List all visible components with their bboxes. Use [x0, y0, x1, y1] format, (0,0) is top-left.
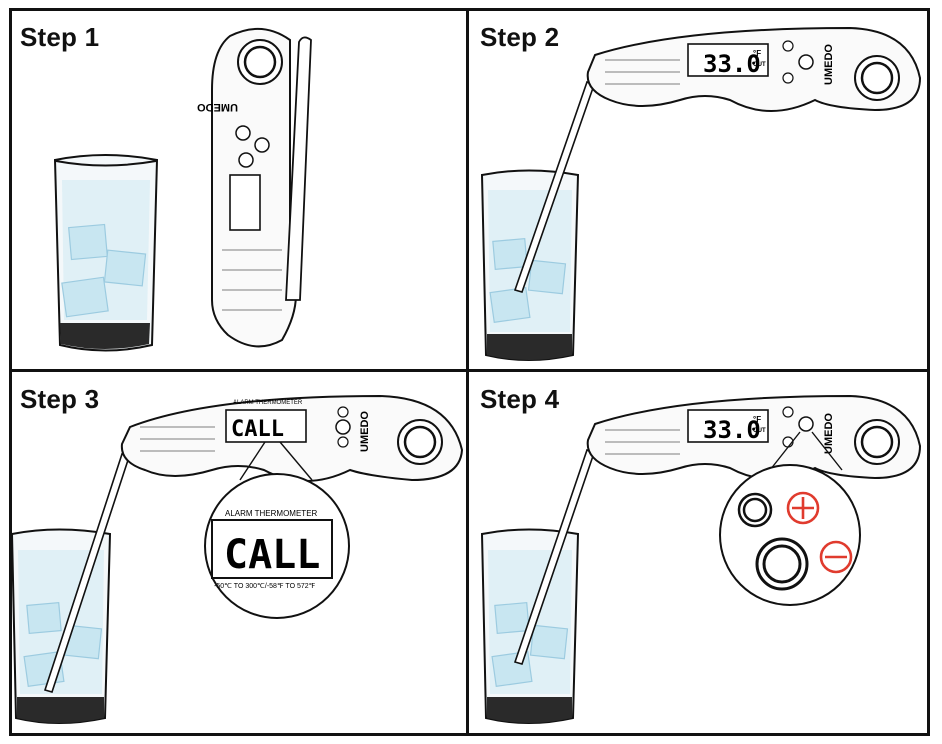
zoom-lcd-reading: CALL [224, 532, 320, 578]
lcd-screen [687, 43, 769, 77]
step-3-illustration: ALARM THERMOMETER CALL UMEDO ALARM THERM… [10, 394, 464, 724]
alarm-set-button[interactable] [337, 436, 349, 448]
unit-button[interactable] [782, 406, 794, 418]
step-1-illustration: UMEDO [53, 27, 312, 352]
zoom-range: -50℃ TO 300℃/-58℉ TO 572℉ [214, 583, 316, 590]
zoom-lcd-header: ALARM THERMOMETER [225, 509, 318, 518]
zoom-line-right [279, 441, 313, 481]
step-3-title: Step 3 [20, 384, 100, 414]
lcd-reading: CALL [231, 417, 284, 442]
cal-button[interactable] [798, 416, 814, 432]
plus-icon [786, 491, 820, 525]
ice-cube [489, 286, 531, 324]
cal-button[interactable] [335, 419, 351, 435]
cal-button[interactable] [798, 54, 814, 70]
panel-divider-vertical [466, 8, 469, 736]
thermometer: 33.0 °F OUT UMEDO [586, 26, 922, 112]
minus-icon [819, 540, 853, 574]
step-4-illustration: 33.0 °F OUT UMEDO [480, 394, 922, 724]
zoom-line-left [239, 441, 266, 481]
ice-cube [492, 238, 528, 270]
step-4-title: Step 4 [480, 384, 560, 414]
thermometer-vertical: UMEDO [197, 27, 312, 348]
panel-divider-horizontal [9, 369, 930, 372]
lcd-unit: °F [753, 415, 761, 424]
zoom-line-left [769, 431, 801, 471]
ice-cube [103, 249, 147, 287]
button-zoom-callout [719, 464, 861, 606]
ice-glass [53, 154, 159, 352]
probe [285, 36, 312, 301]
thermometer: ALARM THERMOMETER CALL UMEDO [120, 394, 464, 482]
unit-button[interactable] [337, 406, 349, 418]
lcd-header: ALARM THERMOMETER [233, 400, 303, 406]
zoom-lcd-screen [211, 519, 333, 579]
ice-cube [527, 259, 567, 295]
brand-logo: UMEDO [359, 411, 371, 452]
ice-cube [26, 602, 62, 634]
panel-grid [9, 8, 930, 736]
lcd-mode: OUT [753, 428, 766, 434]
zoom-callout: ALARM THERMOMETER CALL -50℃ TO 300℃/-58℉… [204, 473, 350, 619]
lcd-unit: °F [753, 49, 761, 58]
lcd-reading: 33.0 [703, 50, 761, 78]
brand-logo: UMEDO [823, 44, 835, 85]
lcd-mode: OUT [753, 62, 766, 68]
step-2-illustration: 33.0 °F OUT UMEDO [480, 26, 922, 361]
ice-cube [68, 223, 108, 261]
thermometer: 33.0 °F OUT UMEDO [586, 394, 922, 480]
lcd-reading: 33.0 [703, 416, 761, 444]
step-1-title: Step 1 [20, 22, 100, 52]
lcd-screen [687, 409, 769, 443]
ice-cube [491, 650, 533, 688]
ice-cube [529, 624, 569, 660]
brand-logo: UMEDO [823, 413, 835, 454]
lcd-screen [225, 409, 307, 443]
step-2-title: Step 2 [480, 22, 560, 52]
brand-logo-rotated: UMEDO [197, 101, 238, 113]
unit-button[interactable] [782, 40, 794, 52]
ice-cube [494, 602, 530, 634]
alarm-set-button[interactable] [782, 72, 794, 84]
zoom-line-right [811, 431, 843, 471]
ice-cube [61, 276, 109, 318]
